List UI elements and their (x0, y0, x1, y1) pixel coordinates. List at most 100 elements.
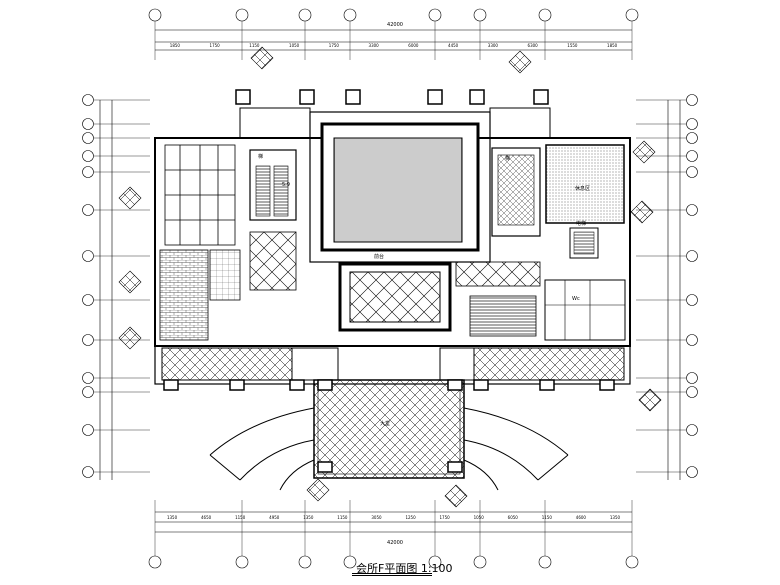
central-atrium (320, 122, 480, 252)
right-dimension-lines (667, 100, 681, 480)
grid-bubble (82, 372, 94, 384)
right-grid-bubbles (636, 94, 698, 478)
grid-bubble (538, 8, 552, 22)
grid-bubble (428, 8, 442, 22)
left-grid-floor (209, 249, 241, 301)
elevation-markers (118, 46, 662, 508)
room-labels: 梯 梯 电梯 前台 大堂 休息区 5.9 Wc (258, 153, 590, 427)
room-label: 大堂 (380, 420, 390, 427)
grid-bubble (686, 250, 698, 262)
dimension-value: 3300 (369, 43, 380, 48)
grid-bubble (343, 555, 357, 569)
grid-bubble (343, 8, 357, 22)
right-diamond-floor (455, 261, 541, 287)
grid-bubble (686, 386, 698, 398)
front-terrace-panels (161, 347, 625, 381)
grid-bubble (686, 372, 698, 384)
dimension-value: 3300 (488, 43, 499, 48)
lower-column-blocks (163, 379, 615, 473)
dimension-value: 1750 (210, 43, 221, 48)
grid-bubble (686, 118, 698, 130)
elevation-marker (250, 46, 274, 70)
dimension-value: 1850 (607, 43, 618, 48)
lobby-diamond-floor (338, 262, 452, 332)
left-dimension-lines (99, 100, 113, 480)
grid-bubble (686, 334, 698, 346)
elevation-marker (306, 478, 330, 502)
grid-bubble (148, 555, 162, 569)
dimension-value: 1250 (405, 515, 416, 520)
grid-bubble (82, 424, 94, 436)
grid-bubble (298, 8, 312, 22)
dimension-value: 1150 (542, 515, 553, 520)
dimension-value: 1150 (337, 515, 348, 520)
dimension-value: 1350 (303, 515, 314, 520)
grid-bubble (625, 8, 639, 22)
grid-bubble (82, 334, 94, 346)
dimension-value: 1150 (235, 515, 246, 520)
grid-bubble (82, 150, 94, 162)
room-label: 5.9 (282, 182, 290, 188)
grid-bubble (473, 555, 487, 569)
elevation-marker (118, 270, 142, 294)
dimension-value: 4600 (576, 515, 587, 520)
elevation-marker (444, 484, 468, 508)
grid-bubble (82, 132, 94, 144)
grid-bubble (82, 118, 94, 130)
grid-bubble (686, 204, 698, 216)
grid-bubble (148, 8, 162, 22)
room-label: 休息区 (575, 185, 590, 192)
dimension-value: 4450 (448, 43, 459, 48)
grid-bubble (82, 204, 94, 216)
grid-bubble (686, 94, 698, 106)
dimension-value: 1750 (329, 43, 340, 48)
column-blocks (235, 89, 549, 105)
top-dimension-lines (155, 29, 632, 51)
right-wing-rooms (469, 144, 626, 341)
grid-bubble (235, 555, 249, 569)
elevation-marker (508, 50, 532, 74)
grid-bubble (538, 555, 552, 569)
elevation-marker (630, 200, 654, 224)
grid-bubble (686, 466, 698, 478)
elevation-marker (118, 326, 142, 350)
grid-bubble (82, 294, 94, 306)
grid-bubble (686, 294, 698, 306)
dimension-value: 1050 (474, 515, 485, 520)
room-label: 前台 (374, 253, 384, 260)
dimension-value: 1850 (170, 43, 181, 48)
grid-bubble (82, 250, 94, 262)
title-underline (352, 573, 432, 574)
dimension-value: 1350 (610, 515, 621, 520)
grid-bubble (686, 132, 698, 144)
dimension-value: 1350 (167, 515, 178, 520)
dimension-value: 6050 (508, 515, 519, 520)
left-brick-floor (159, 249, 209, 341)
grid-bubble (686, 166, 698, 178)
top-grid-bubbles (148, 8, 639, 60)
grid-bubble (625, 555, 639, 569)
curved-ramps (209, 407, 569, 491)
grid-bubble (473, 8, 487, 22)
top-total-dimension: 42000 (387, 22, 403, 28)
bottom-total-dimension: 42000 (387, 540, 403, 546)
grid-bubble (82, 386, 94, 398)
dimension-value: 1550 (567, 43, 578, 48)
entrance-porch (313, 348, 465, 479)
left-stair (249, 149, 297, 221)
room-label: Wc (572, 296, 580, 302)
grid-bubble (686, 150, 698, 162)
room-label: 电梯 (576, 220, 586, 227)
dimension-value: 1750 (440, 515, 451, 520)
dimension-value: 6000 (408, 43, 419, 48)
dimension-value: 1050 (289, 43, 300, 48)
elevation-marker (638, 388, 662, 412)
dimension-value: 1150 (249, 43, 260, 48)
left-grid-bubbles (82, 94, 150, 478)
grid-bubble (686, 424, 698, 436)
dimension-value: 4650 (201, 515, 212, 520)
elevation-marker (118, 186, 142, 210)
left-diamond-floor (249, 231, 297, 291)
